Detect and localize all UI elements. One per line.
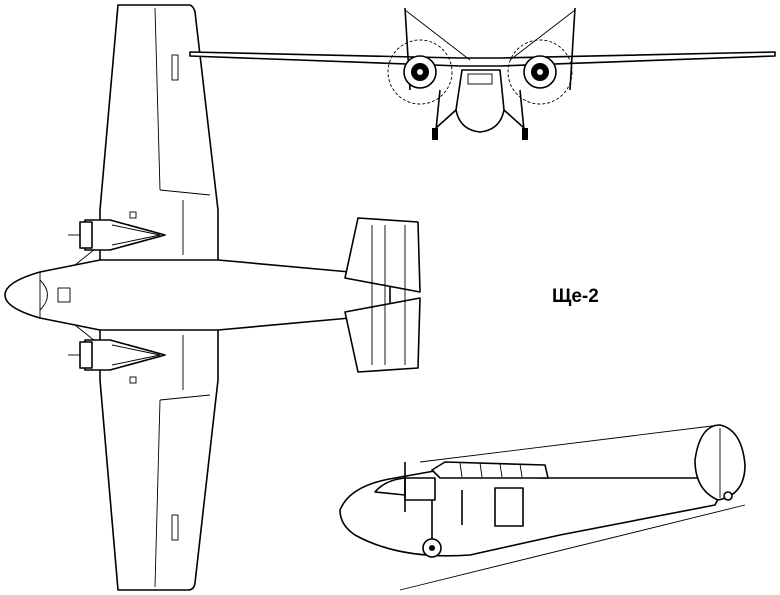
front-view-propeller-disc <box>387 39 453 105</box>
top-view-nacelle <box>68 211 166 251</box>
aircraft-designation-label: Ще-2 <box>552 286 599 307</box>
top-view-nacelle <box>68 339 166 384</box>
top-view <box>4 4 421 591</box>
top-view-horizontal-tail <box>344 217 421 293</box>
side-view-nacelle <box>404 477 436 501</box>
front-view <box>189 7 776 140</box>
top-view-horizontal-tail <box>344 297 421 373</box>
side-view <box>339 424 746 591</box>
side-view-wing <box>431 461 549 479</box>
top-view-fuselage <box>4 259 391 331</box>
front-view-propeller-disc <box>507 39 573 105</box>
side-view-tail-wheel <box>723 491 733 501</box>
front-view-fin <box>569 7 576 91</box>
front-view-wing <box>189 51 776 67</box>
front-view-fuselage <box>455 69 505 133</box>
